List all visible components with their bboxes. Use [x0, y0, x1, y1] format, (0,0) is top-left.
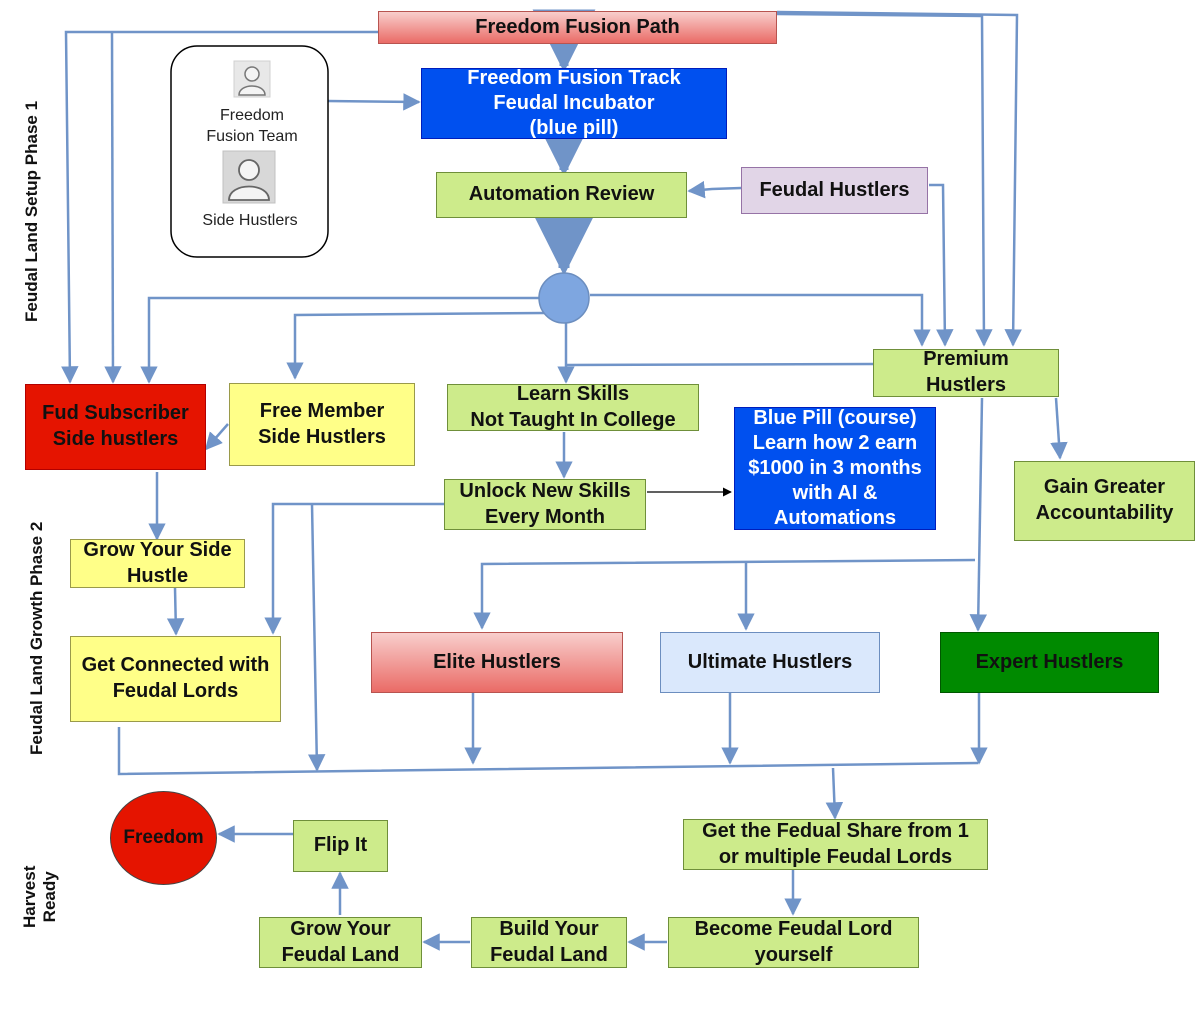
- become-feudal-lord-node[interactable]: Become Feudal Lord yourself: [668, 917, 919, 968]
- premium-hustlers-node[interactable]: Premium Hustlers: [873, 348, 1059, 397]
- connector-unlock-to-connected: [264, 502, 445, 635]
- side-hustlers-actor-label: Side Hustlers: [202, 212, 298, 229]
- person-icon: [233, 60, 271, 98]
- connector-free-to-fud: [204, 423, 229, 451]
- connector-unlock-down: [307, 503, 326, 772]
- feudal-hustlers-node[interactable]: Feudal Hustlers: [741, 167, 928, 214]
- harvest-label: Harvest Ready: [20, 865, 59, 928]
- fedual-share-node[interactable]: Get the Fedual Share from 1 or multiple …: [683, 819, 988, 870]
- connector-feudal-to-review: [687, 180, 742, 199]
- phase1-label: Feudal Land Setup Phase 1: [22, 100, 41, 322]
- connector-premium-line: [565, 362, 874, 367]
- unlock-skills-node[interactable]: Unlock New Skills Every Month: [444, 479, 646, 530]
- connector-hub-to-fud: [140, 296, 540, 384]
- connector-path-to-premium-a: [776, 10, 1022, 347]
- connector-path-to-premium-b: [776, 12, 993, 347]
- grow-side-hustle-node[interactable]: Grow Your Side Hustle: [70, 539, 245, 588]
- freedom-node[interactable]: Freedom: [110, 791, 217, 885]
- learn-skills-node[interactable]: Learn Skills Not Taught In College: [447, 383, 699, 431]
- flip-it-node[interactable]: Flip It: [293, 820, 388, 872]
- freedom-fusion-path-node[interactable]: Freedom Fusion Path: [378, 11, 777, 44]
- ultimate-hustlers-node[interactable]: Ultimate Hustlers: [660, 632, 880, 693]
- freedom-fusion-track-node[interactable]: Freedom Fusion Track Feudal Incubator (b…: [421, 67, 727, 139]
- expert-hustlers-node[interactable]: Expert Hustlers: [940, 632, 1159, 693]
- person-icon: [222, 150, 276, 204]
- gain-accountability-node[interactable]: Gain Greater Accountability: [1014, 461, 1195, 541]
- connector-tier-bar: [473, 558, 976, 630]
- connector-path-to-fud-b: [104, 31, 122, 384]
- connector-premium-to-expert: [969, 397, 988, 632]
- connector-collector: [117, 727, 979, 776]
- hub-node: [538, 272, 590, 324]
- get-connected-node[interactable]: Get Connected with Feudal Lords: [70, 636, 281, 722]
- automation-review-node[interactable]: Automation Review: [436, 172, 687, 218]
- build-feudal-land-node[interactable]: Build Your Feudal Land: [471, 917, 627, 968]
- connector-hub-to-free: [286, 311, 546, 380]
- connector-path-to-fud-a: [61, 30, 378, 384]
- grow-feudal-land-node[interactable]: Grow Your Feudal Land: [259, 917, 422, 968]
- connector-hub-to-premium: [590, 293, 931, 347]
- free-member-node[interactable]: Free Member Side Hustlers: [229, 383, 415, 466]
- connectors: [61, 9, 1068, 951]
- blue-pill-course-node[interactable]: Blue Pill (course) Learn how 2 earn $100…: [734, 407, 936, 530]
- phase2-label: Feudal Land Growth Phase 2: [27, 521, 46, 755]
- connector-grow-to-connected: [166, 587, 185, 636]
- fud-subscriber-node[interactable]: Fud Subscriber Side hustlers: [25, 384, 206, 470]
- team-actor-label: Freedom Fusion Team: [206, 107, 298, 145]
- connector-team-to-track: [326, 93, 421, 111]
- connector-collector-to-share: [825, 767, 844, 820]
- connector-premium-to-accountability: [1050, 397, 1068, 460]
- elite-hustlers-node[interactable]: Elite Hustlers: [371, 632, 623, 693]
- connector-feudal-to-premium: [929, 183, 954, 347]
